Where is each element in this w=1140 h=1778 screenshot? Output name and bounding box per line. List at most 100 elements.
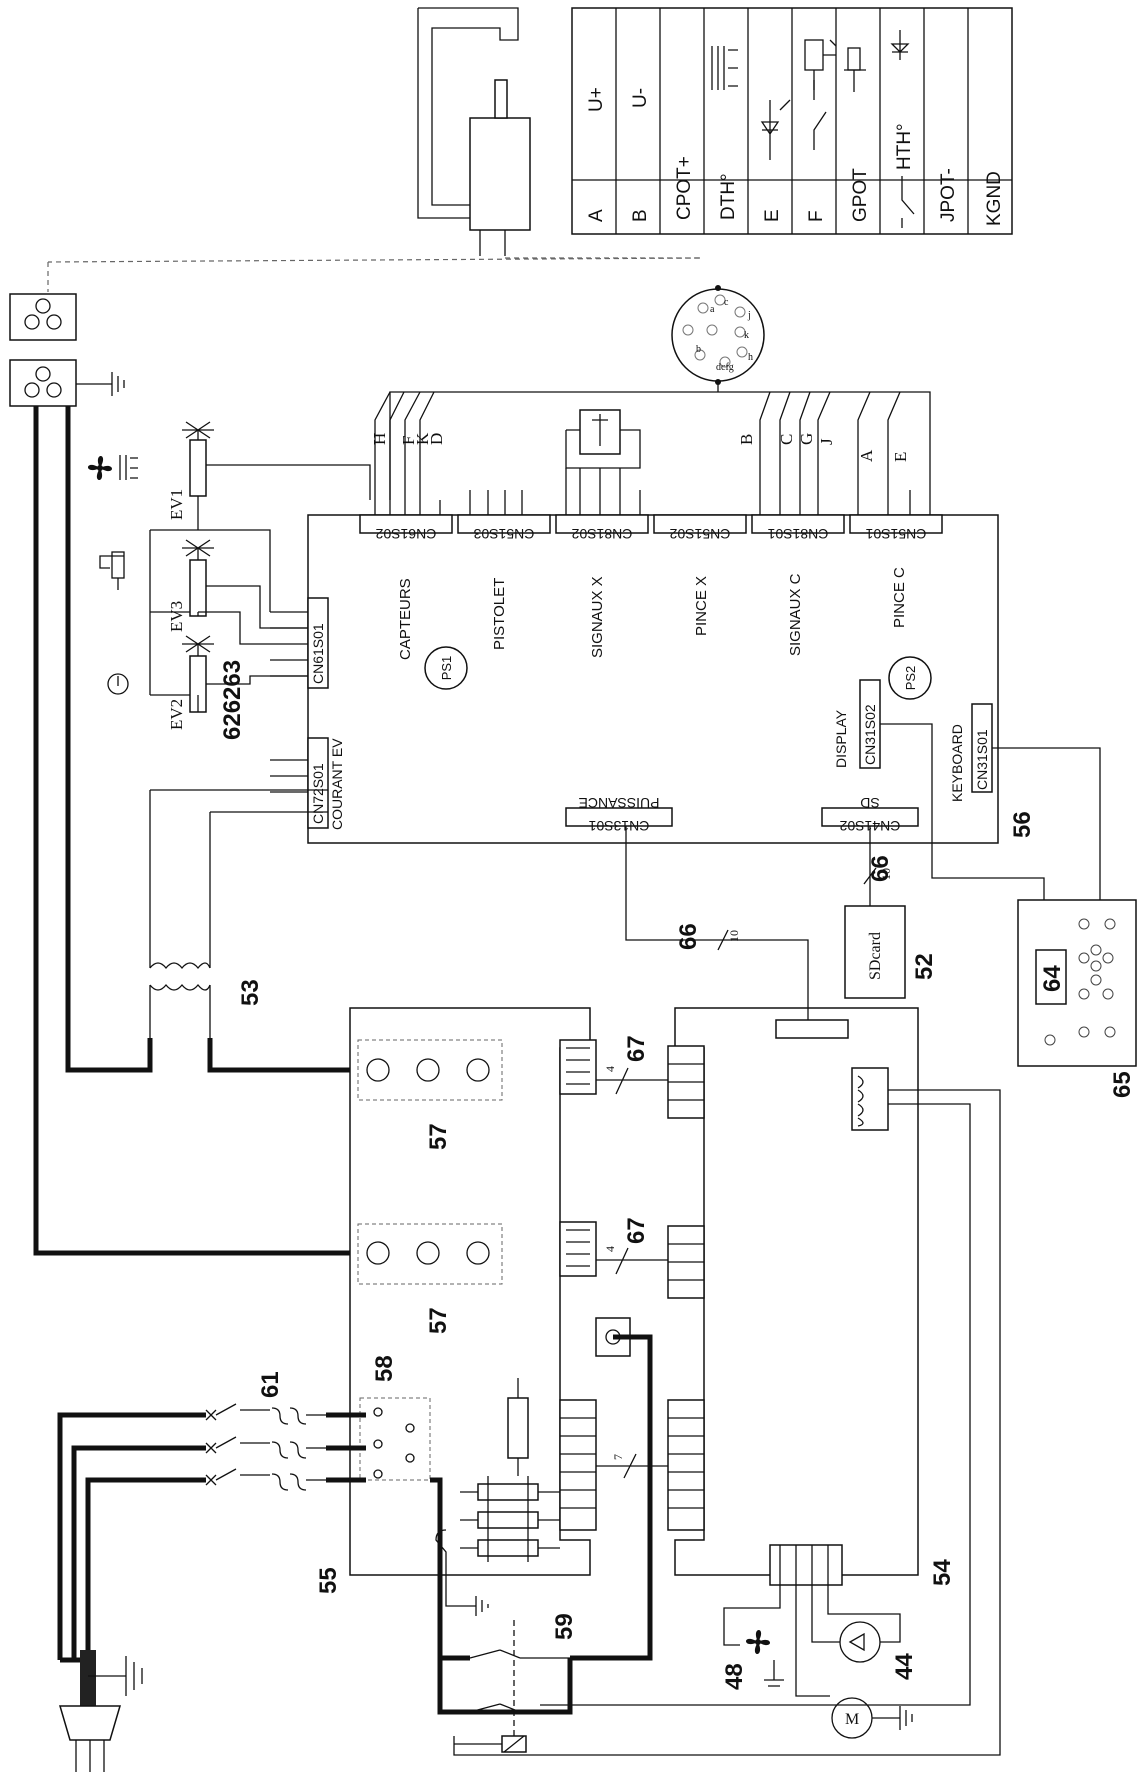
label-pince-c: PINCE C xyxy=(891,567,908,628)
contactor-59 xyxy=(430,1477,573,1753)
connector-cn81s02 xyxy=(555,514,649,534)
label-cn31s01: CN31S01 xyxy=(974,729,990,790)
fan-icon xyxy=(88,456,112,480)
pump-44-icon xyxy=(811,1585,901,1663)
pin-k: k xyxy=(744,330,749,341)
label-pince-x: PINCE X xyxy=(693,576,710,636)
ground-symbol-icon xyxy=(844,47,866,92)
label-sd: SD xyxy=(860,795,879,811)
connector-cn61s02 xyxy=(359,514,453,534)
wire-label-c: C xyxy=(777,434,796,445)
label-ev3: EV3 xyxy=(167,601,186,632)
callout-59: 59 xyxy=(551,1613,578,1640)
callout-56: 56 xyxy=(1009,811,1036,838)
label-pistolet: PISTOLET xyxy=(491,578,508,650)
label-ev1: EV1 xyxy=(167,489,186,520)
label-signaux-x: SIGNAUX X xyxy=(589,576,606,658)
connector-cn81s01 xyxy=(751,514,845,534)
power-supply-ps2 xyxy=(888,656,932,700)
legend-letter-e: E xyxy=(762,209,783,222)
mains-switch-61 xyxy=(57,1403,366,1772)
connector-cn72s01 xyxy=(307,737,329,829)
power-supply-ps1 xyxy=(424,646,468,690)
label-cn61s02: CN61S02 xyxy=(375,526,436,542)
bus-cable-66 xyxy=(625,826,809,1020)
label-capteurs: CAPTEURS xyxy=(397,578,414,660)
label-cn81s02: CN81S02 xyxy=(571,526,632,542)
label-ps1: PS1 xyxy=(439,656,454,681)
potentiometer-icon xyxy=(804,39,837,90)
callout-66-sd: 66 xyxy=(867,855,894,882)
callout-57-top: 57 xyxy=(425,1123,452,1150)
wire-label-k: K xyxy=(413,432,432,445)
label-ev2: EV2 xyxy=(167,699,186,730)
legend-code-jpot-minus: JPOT- xyxy=(938,168,959,222)
label-keyboard: KEYBOARD xyxy=(949,724,965,802)
bus-count-sd: 10 xyxy=(879,868,893,880)
bus-count-67-bottom: 4 xyxy=(603,1246,617,1252)
connector-cn13s01 xyxy=(565,807,673,827)
callout-55: 55 xyxy=(315,1567,342,1594)
wire-label-f: F xyxy=(399,436,418,445)
label-cn13s01: CN13S01 xyxy=(588,818,649,834)
pin-h-right: h xyxy=(748,352,753,363)
keyboard-panel-65 xyxy=(1017,899,1137,1067)
legend-code-dth: DTH° xyxy=(718,173,739,220)
callout-626263: 626263 xyxy=(219,660,246,740)
legend-letter-f: F xyxy=(806,210,827,222)
legend-code-cpot-plus: CPOT+ xyxy=(674,156,695,220)
legend-kgnd: KGND xyxy=(984,171,1005,226)
legend-code-gpot: GPOT xyxy=(850,168,871,222)
circular-connector: a c j k h b dcfg xyxy=(389,285,931,500)
keyboard-cable xyxy=(992,747,1101,900)
diode-icon xyxy=(890,30,910,60)
valve-ev1 xyxy=(189,439,207,497)
wire-label-d: D xyxy=(427,433,446,445)
connector-cn51s03 xyxy=(457,514,551,534)
label-cn72s01: CN72S01 xyxy=(310,763,326,824)
callout-67-top: 67 xyxy=(623,1035,650,1062)
wire-label-b: B xyxy=(737,434,756,445)
legend-code-u-minus: U- xyxy=(630,88,651,108)
label-signaux-c: SIGNAUX C xyxy=(787,573,804,656)
top-wire-fanout: H F K D B C G J A E xyxy=(370,391,910,500)
connector-cn51s01 xyxy=(849,514,943,534)
callout-48: 48 xyxy=(721,1663,748,1690)
power-line-2 xyxy=(570,1334,653,1661)
callout-52: 52 xyxy=(911,953,938,980)
label-cn51s03: CN51S03 xyxy=(473,526,534,542)
potentiometer-small-icon xyxy=(99,551,125,590)
label-motor: M xyxy=(845,1711,859,1728)
label-cn61s01: CN61S01 xyxy=(310,623,326,684)
power-line-1 xyxy=(33,406,366,1256)
bus-count-main: 10 xyxy=(727,930,741,942)
thermal-switch-small-icon xyxy=(119,455,138,480)
label-cn51s01: CN51S01 xyxy=(865,526,926,542)
callout-54: 54 xyxy=(929,1559,956,1586)
callout-53: 53 xyxy=(237,979,264,1006)
power-board-55 xyxy=(349,1007,591,1576)
label-cn31s02: CN31S02 xyxy=(862,704,878,765)
label-sdcard: SDcard xyxy=(867,932,884,980)
zener-led-icon xyxy=(760,99,791,160)
gauge-icon xyxy=(107,673,129,695)
connector-cn61s01 xyxy=(307,597,329,689)
callout-64: 64 xyxy=(1039,965,1066,992)
wire-label-e: E xyxy=(891,452,910,462)
callout-57-bottom: 57 xyxy=(425,1307,452,1334)
hth-switch-icon xyxy=(901,176,915,228)
top-left-plugs xyxy=(9,293,125,407)
wire-label-h: H xyxy=(370,433,389,445)
bus-count-67-top: 4 xyxy=(603,1066,617,1072)
wire-label-g: G xyxy=(797,433,816,445)
callout-67-bottom: 67 xyxy=(623,1217,650,1244)
motor-m-icon: M xyxy=(795,1585,913,1739)
torch-gun-figure xyxy=(47,7,701,292)
label-display: DISPLAY xyxy=(833,709,849,768)
solenoid-valves: EV1 EV3 EV2 xyxy=(88,421,371,730)
sdcard-52: SDcard xyxy=(844,905,906,999)
pin-j: j xyxy=(747,310,751,321)
legend-code-hth: HTH° xyxy=(894,123,915,170)
wire-label-a: A xyxy=(857,449,876,462)
